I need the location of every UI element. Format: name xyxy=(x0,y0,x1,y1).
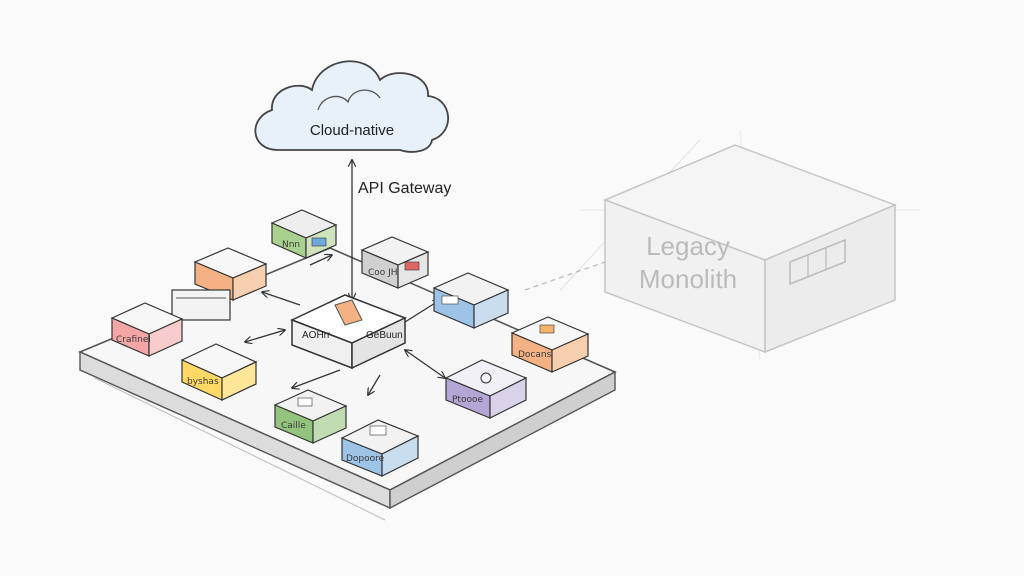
hub-label-right: GeBuun xyxy=(366,330,403,341)
service-label: Crafinel xyxy=(116,335,151,345)
legacy-link xyxy=(524,261,606,291)
service-label: Docans xyxy=(518,350,552,360)
connection-sw xyxy=(292,369,341,388)
service-box-crafinel: Crafinel xyxy=(110,302,184,357)
service-label: Nnn xyxy=(282,240,300,250)
monolith-label-line1: Legacy xyxy=(646,231,730,261)
connection-s xyxy=(368,374,381,395)
service-box-caille: Caille xyxy=(273,389,348,444)
connection-w xyxy=(245,330,285,342)
service-label: Caille xyxy=(281,421,306,431)
monolith-label-line2: Monolith xyxy=(639,264,737,294)
service-label: Dopoore xyxy=(346,454,385,464)
service-box-dopoore: Dopoore xyxy=(340,419,420,477)
gateway-hub: AOHrr GeBuun xyxy=(290,294,407,370)
cloud-label: Cloud-native xyxy=(310,122,394,139)
service-box-orange xyxy=(171,247,268,321)
service-box-nnn: Nnn xyxy=(270,209,338,259)
legacy-monolith: Legacy Monolith xyxy=(559,129,920,361)
platform xyxy=(77,247,617,521)
service-label: Coo JH xyxy=(368,268,398,278)
connection-se xyxy=(405,350,445,378)
service-label: Ptoooe xyxy=(452,395,483,405)
hub-label-left: AOHrr xyxy=(302,330,331,341)
service-box-docans: Docans xyxy=(510,316,590,373)
gateway-label: API Gateway xyxy=(358,180,451,197)
service-box-ptoooe: Ptoooe xyxy=(444,359,528,419)
service-box-blue xyxy=(432,272,510,329)
connection-ne xyxy=(309,255,332,266)
service-label: byshas xyxy=(187,377,219,387)
service-box-byshas: byshas xyxy=(180,343,258,401)
service-box-coo: Coo JH xyxy=(360,236,430,289)
cloud-native-cloud: Cloud-native xyxy=(254,60,449,153)
connection-nw xyxy=(262,292,301,306)
